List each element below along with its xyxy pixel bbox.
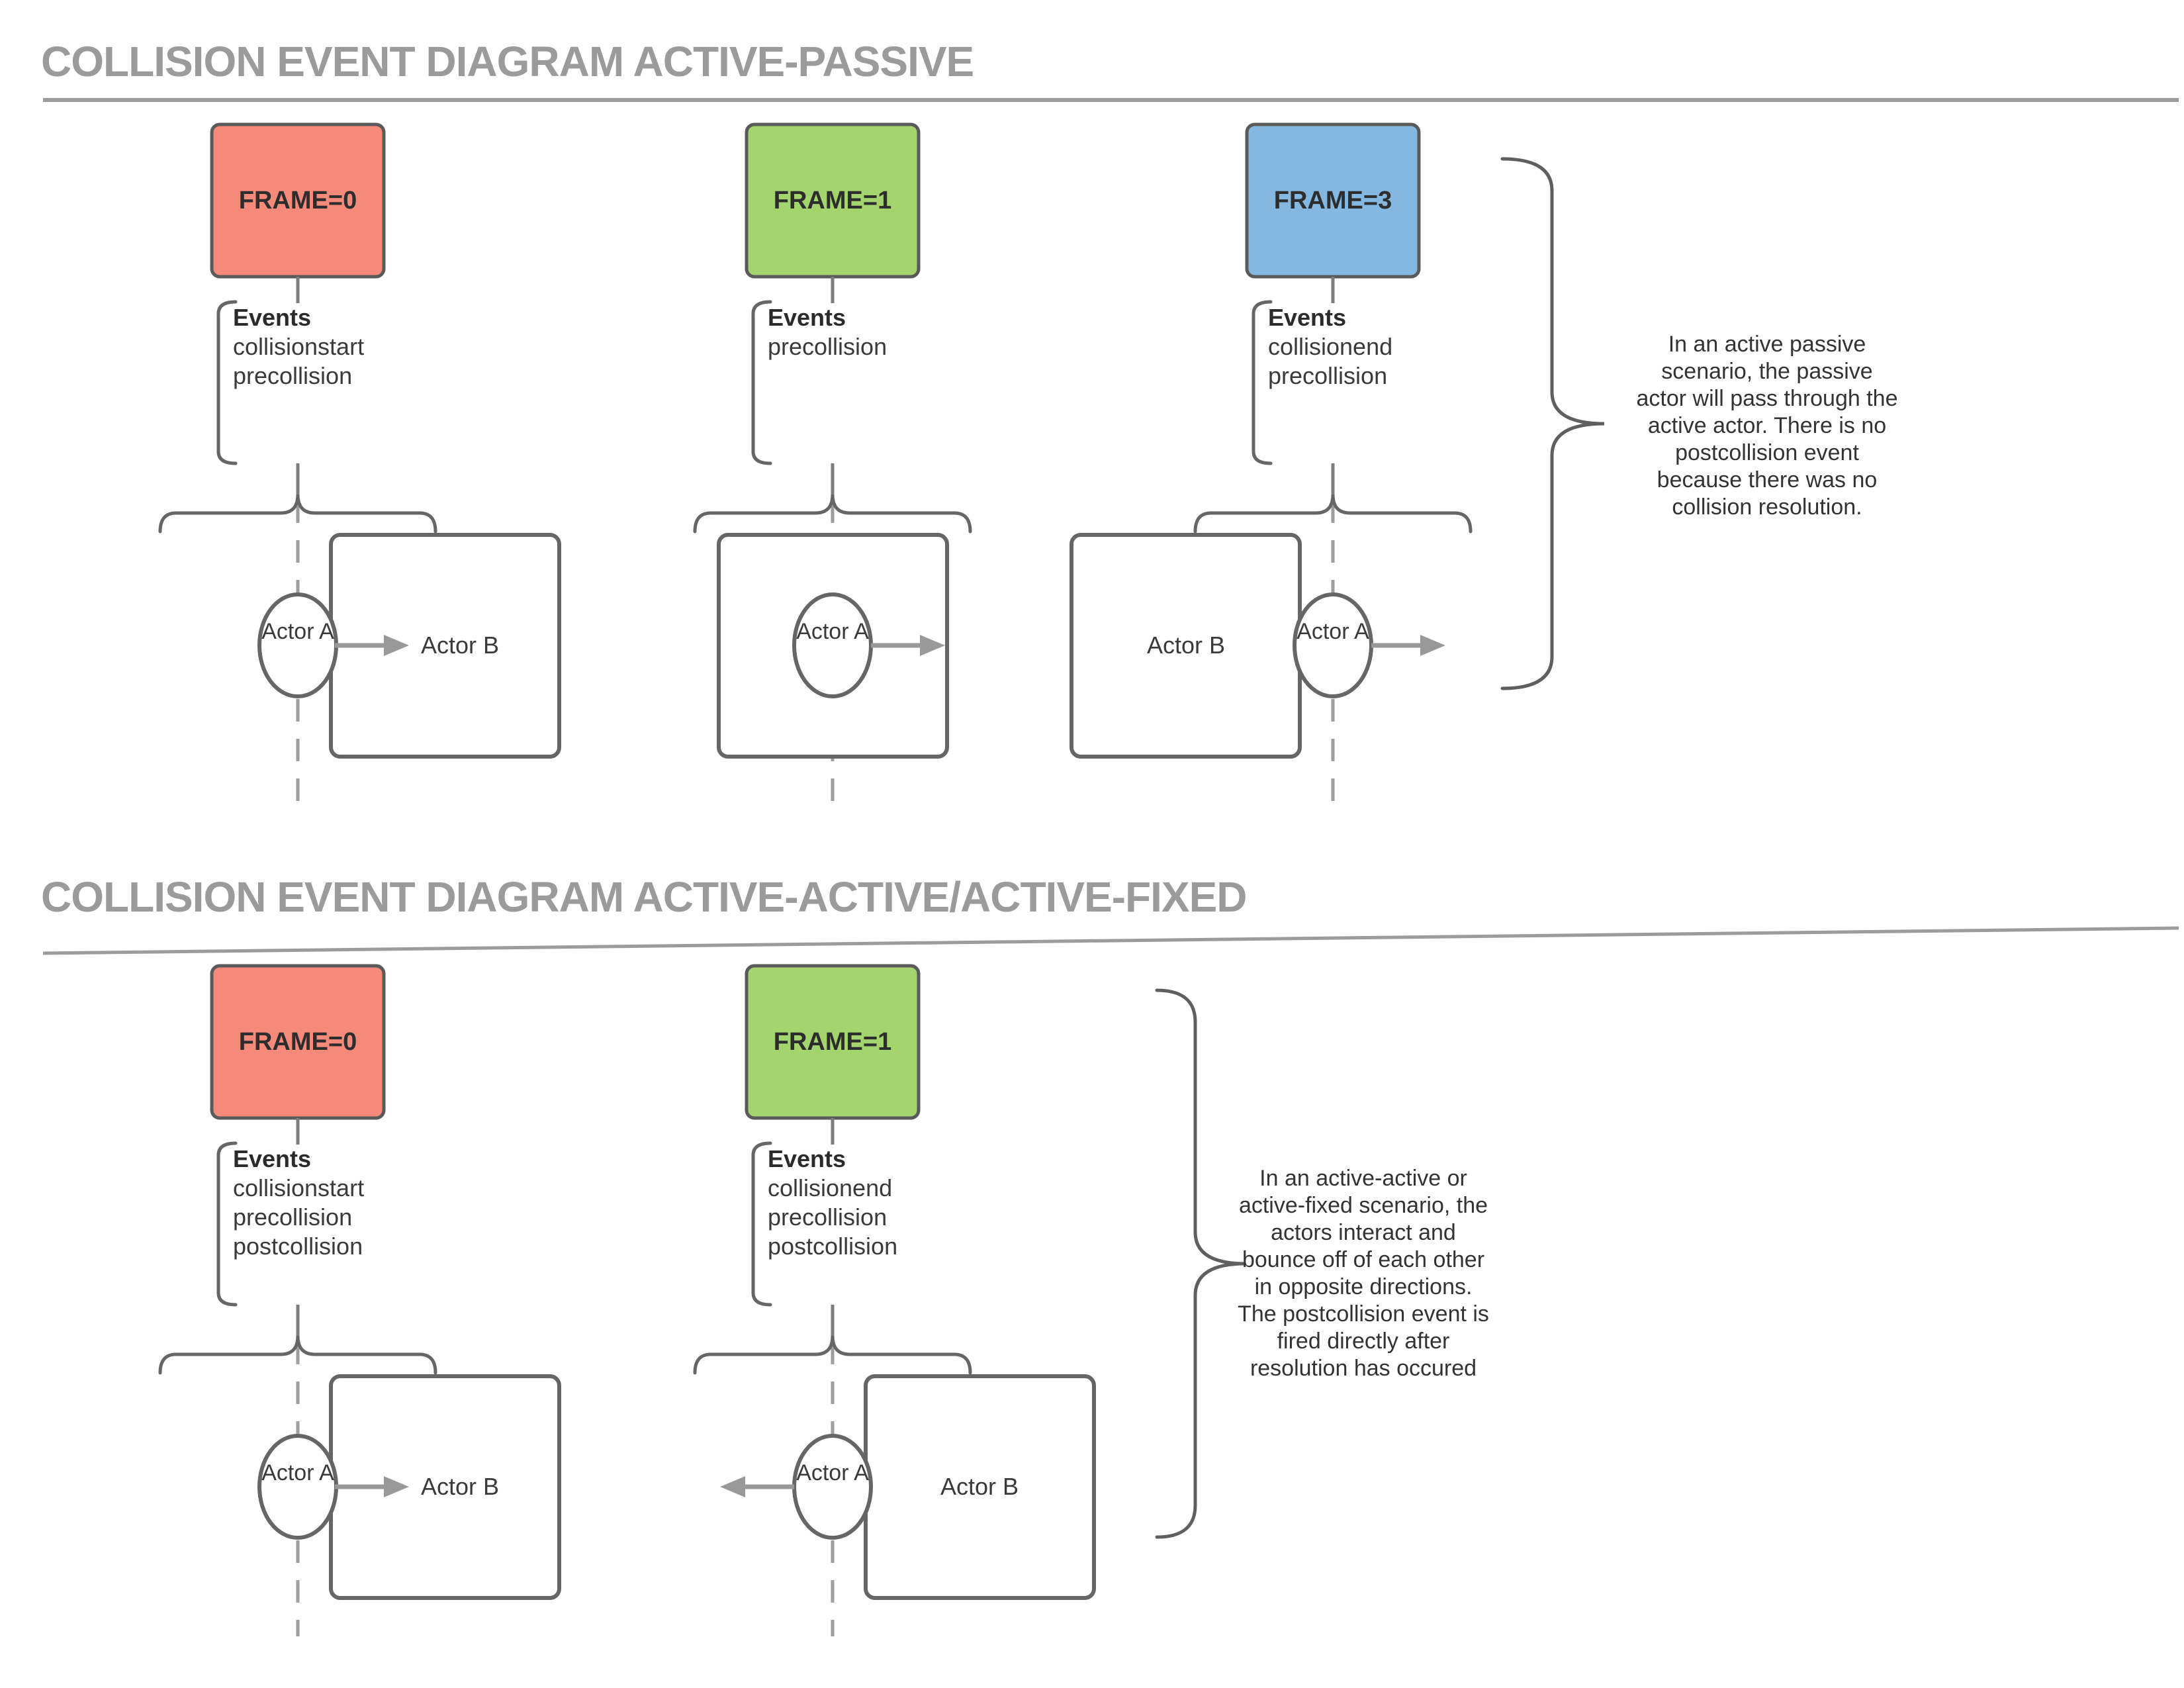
events-list: precollision [768, 332, 887, 361]
actor-a-circle [792, 592, 873, 698]
event-item: precollision [1268, 362, 1388, 389]
sequence-brace [693, 1335, 972, 1375]
actor-a-circle [792, 1434, 873, 1540]
events-heading: Events [768, 304, 846, 331]
event-item: postcollision [768, 1233, 898, 1260]
velocity-arrow [335, 635, 409, 656]
actor-b-label: Actor B [940, 1473, 1019, 1500]
actor-b-label: Actor B [420, 632, 500, 659]
actor-a-label: Actor A [1297, 619, 1369, 644]
events-bracket [1251, 300, 1273, 465]
annotation-brace [1155, 988, 1246, 1539]
event-item: collisionend [1268, 333, 1393, 360]
events-heading: Events [233, 1145, 312, 1172]
velocity-arrow [720, 1476, 794, 1497]
actor-a-label: Actor A [796, 619, 869, 644]
events-heading: Events [233, 304, 312, 331]
section-rule [42, 926, 2179, 955]
event-item: postcollision [233, 1233, 363, 1260]
actor-a-circle [1293, 592, 1373, 698]
actor-a-label: Actor A [796, 1460, 869, 1485]
sequence-brace [693, 494, 972, 534]
frame-label: FRAME=3 [1273, 187, 1392, 214]
actor-b-label: Actor B [420, 1473, 500, 1500]
annotation-text: In an active-active or active-fixed scen… [1238, 1166, 1489, 1381]
frame-label: FRAME=1 [773, 1028, 892, 1056]
event-item: precollision [233, 362, 353, 389]
event-item: precollision [768, 1203, 887, 1231]
frame-label: FRAME=0 [238, 1028, 357, 1056]
sequence-brace [1193, 494, 1473, 534]
frame-label: FRAME=1 [773, 187, 892, 214]
event-item: collisionstart [233, 333, 365, 360]
sequence-brace [158, 1335, 437, 1375]
actor-a-label: Actor A [261, 1460, 334, 1485]
annotation-brace [1500, 157, 1605, 690]
event-item: collisionend [768, 1174, 893, 1201]
events-bracket [751, 300, 772, 465]
event-item: collisionstart [233, 1174, 365, 1201]
actor-b-label: Actor B [1146, 632, 1226, 659]
section-title: COLLISION EVENT DIAGRAM ACTIVE-PASSIVE [41, 38, 974, 85]
actor-a-label: Actor A [261, 619, 334, 644]
events-bracket [216, 300, 238, 465]
frame-label: FRAME=0 [238, 187, 357, 214]
event-item: precollision [233, 1203, 353, 1231]
events-heading: Events [1268, 304, 1347, 331]
sequence-brace [158, 494, 437, 534]
events-heading: Events [768, 1145, 846, 1172]
velocity-arrow [335, 1476, 409, 1497]
events-bracket [216, 1141, 238, 1307]
annotation-text: In an active passive scenario, the passi… [1636, 332, 1898, 520]
velocity-arrow [1371, 635, 1445, 656]
event-item: precollision [768, 333, 887, 360]
events-bracket [751, 1141, 772, 1307]
actor-a-circle [257, 592, 338, 698]
section-title: COLLISION EVENT DIAGRAM ACTIVE-ACTIVE/AC… [41, 873, 1247, 921]
actor-a-circle [257, 1434, 338, 1540]
velocity-arrow [871, 635, 945, 656]
